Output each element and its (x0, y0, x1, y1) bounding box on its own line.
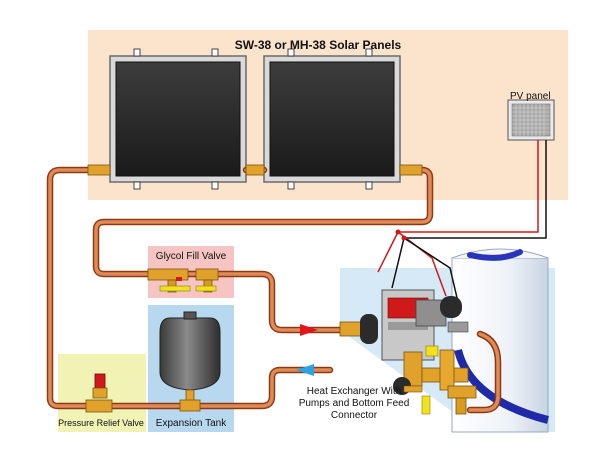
expansion-tank-label: Expansion Tank (155, 418, 227, 429)
return-flow-arrow (296, 364, 314, 376)
glycol-fill-valve (147, 268, 219, 293)
pressure-relief-valve-label: Pressure Relief Valve (58, 418, 144, 428)
pv-panel (507, 99, 555, 141)
pv-wiring (377, 140, 547, 303)
pressure-relief-valve (85, 373, 113, 413)
heat-exchanger-label: Heat Exchanger With Pumps and Bottom Fee… (298, 386, 410, 421)
supply-flow-arrow (300, 324, 318, 336)
pv-panel-label: PV panel (510, 91, 551, 102)
solar-panel-left (109, 48, 247, 190)
solar-panel-right (263, 48, 401, 190)
heat-exchanger-assembly (339, 289, 477, 415)
pipe-fittings (87, 164, 423, 176)
glycol-fill-valve-label: Glycol Fill Valve (155, 251, 227, 262)
diagram-title: SW-38 or MH-38 Solar Panels (234, 38, 402, 52)
expansion-tank (159, 311, 221, 412)
